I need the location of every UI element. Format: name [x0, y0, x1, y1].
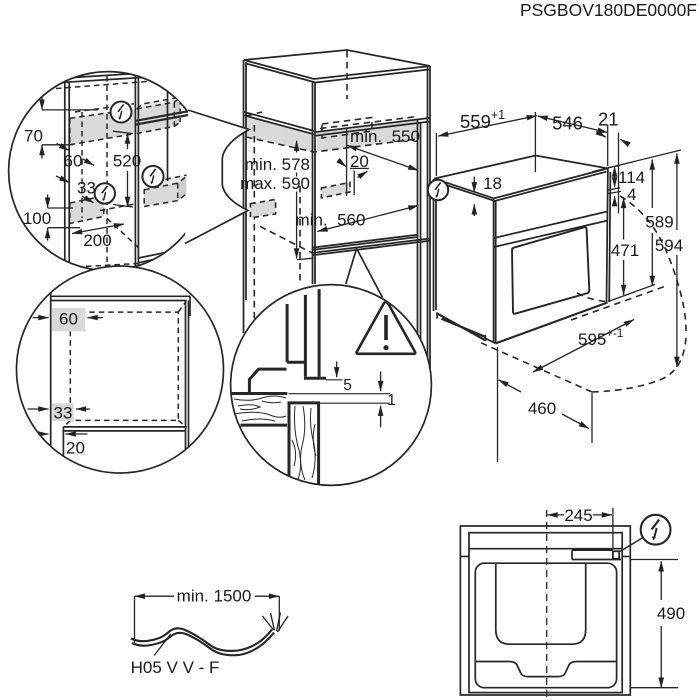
svg-text:20: 20	[350, 152, 369, 171]
svg-text:471: 471	[611, 241, 639, 260]
svg-text:H05 V V - F: H05 V V - F	[131, 658, 220, 677]
svg-text:min. 578: min. 578	[245, 155, 310, 174]
svg-text:min. 1500: min. 1500	[177, 587, 252, 606]
svg-text:min. 550: min. 550	[350, 127, 420, 146]
svg-text:20: 20	[66, 439, 85, 458]
svg-text:60: 60	[59, 310, 78, 329]
svg-text:70: 70	[24, 127, 43, 146]
svg-text:PSGBOV180DE0000F: PSGBOV180DE0000F	[520, 0, 697, 20]
svg-text:60: 60	[64, 152, 83, 171]
svg-text:200: 200	[83, 231, 111, 250]
svg-text:460: 460	[528, 399, 556, 418]
svg-text:5: 5	[343, 377, 352, 394]
svg-text:max. 590: max. 590	[240, 174, 310, 193]
svg-text:589: 589	[645, 213, 673, 232]
svg-text:490: 490	[657, 604, 685, 623]
svg-text:100: 100	[23, 209, 51, 228]
svg-text:21: 21	[598, 108, 619, 129]
svg-text:4: 4	[627, 185, 636, 204]
svg-text:33: 33	[54, 404, 73, 423]
svg-text:520: 520	[113, 152, 141, 171]
svg-text:245: 245	[564, 506, 592, 525]
svg-text:18: 18	[483, 174, 502, 193]
svg-text:1: 1	[387, 392, 396, 409]
svg-text:33: 33	[77, 179, 96, 198]
svg-text:594: 594	[655, 236, 683, 255]
svg-text:546: 546	[552, 113, 583, 134]
svg-text:114: 114	[618, 168, 645, 187]
svg-text:min. 560: min. 560	[296, 211, 366, 230]
